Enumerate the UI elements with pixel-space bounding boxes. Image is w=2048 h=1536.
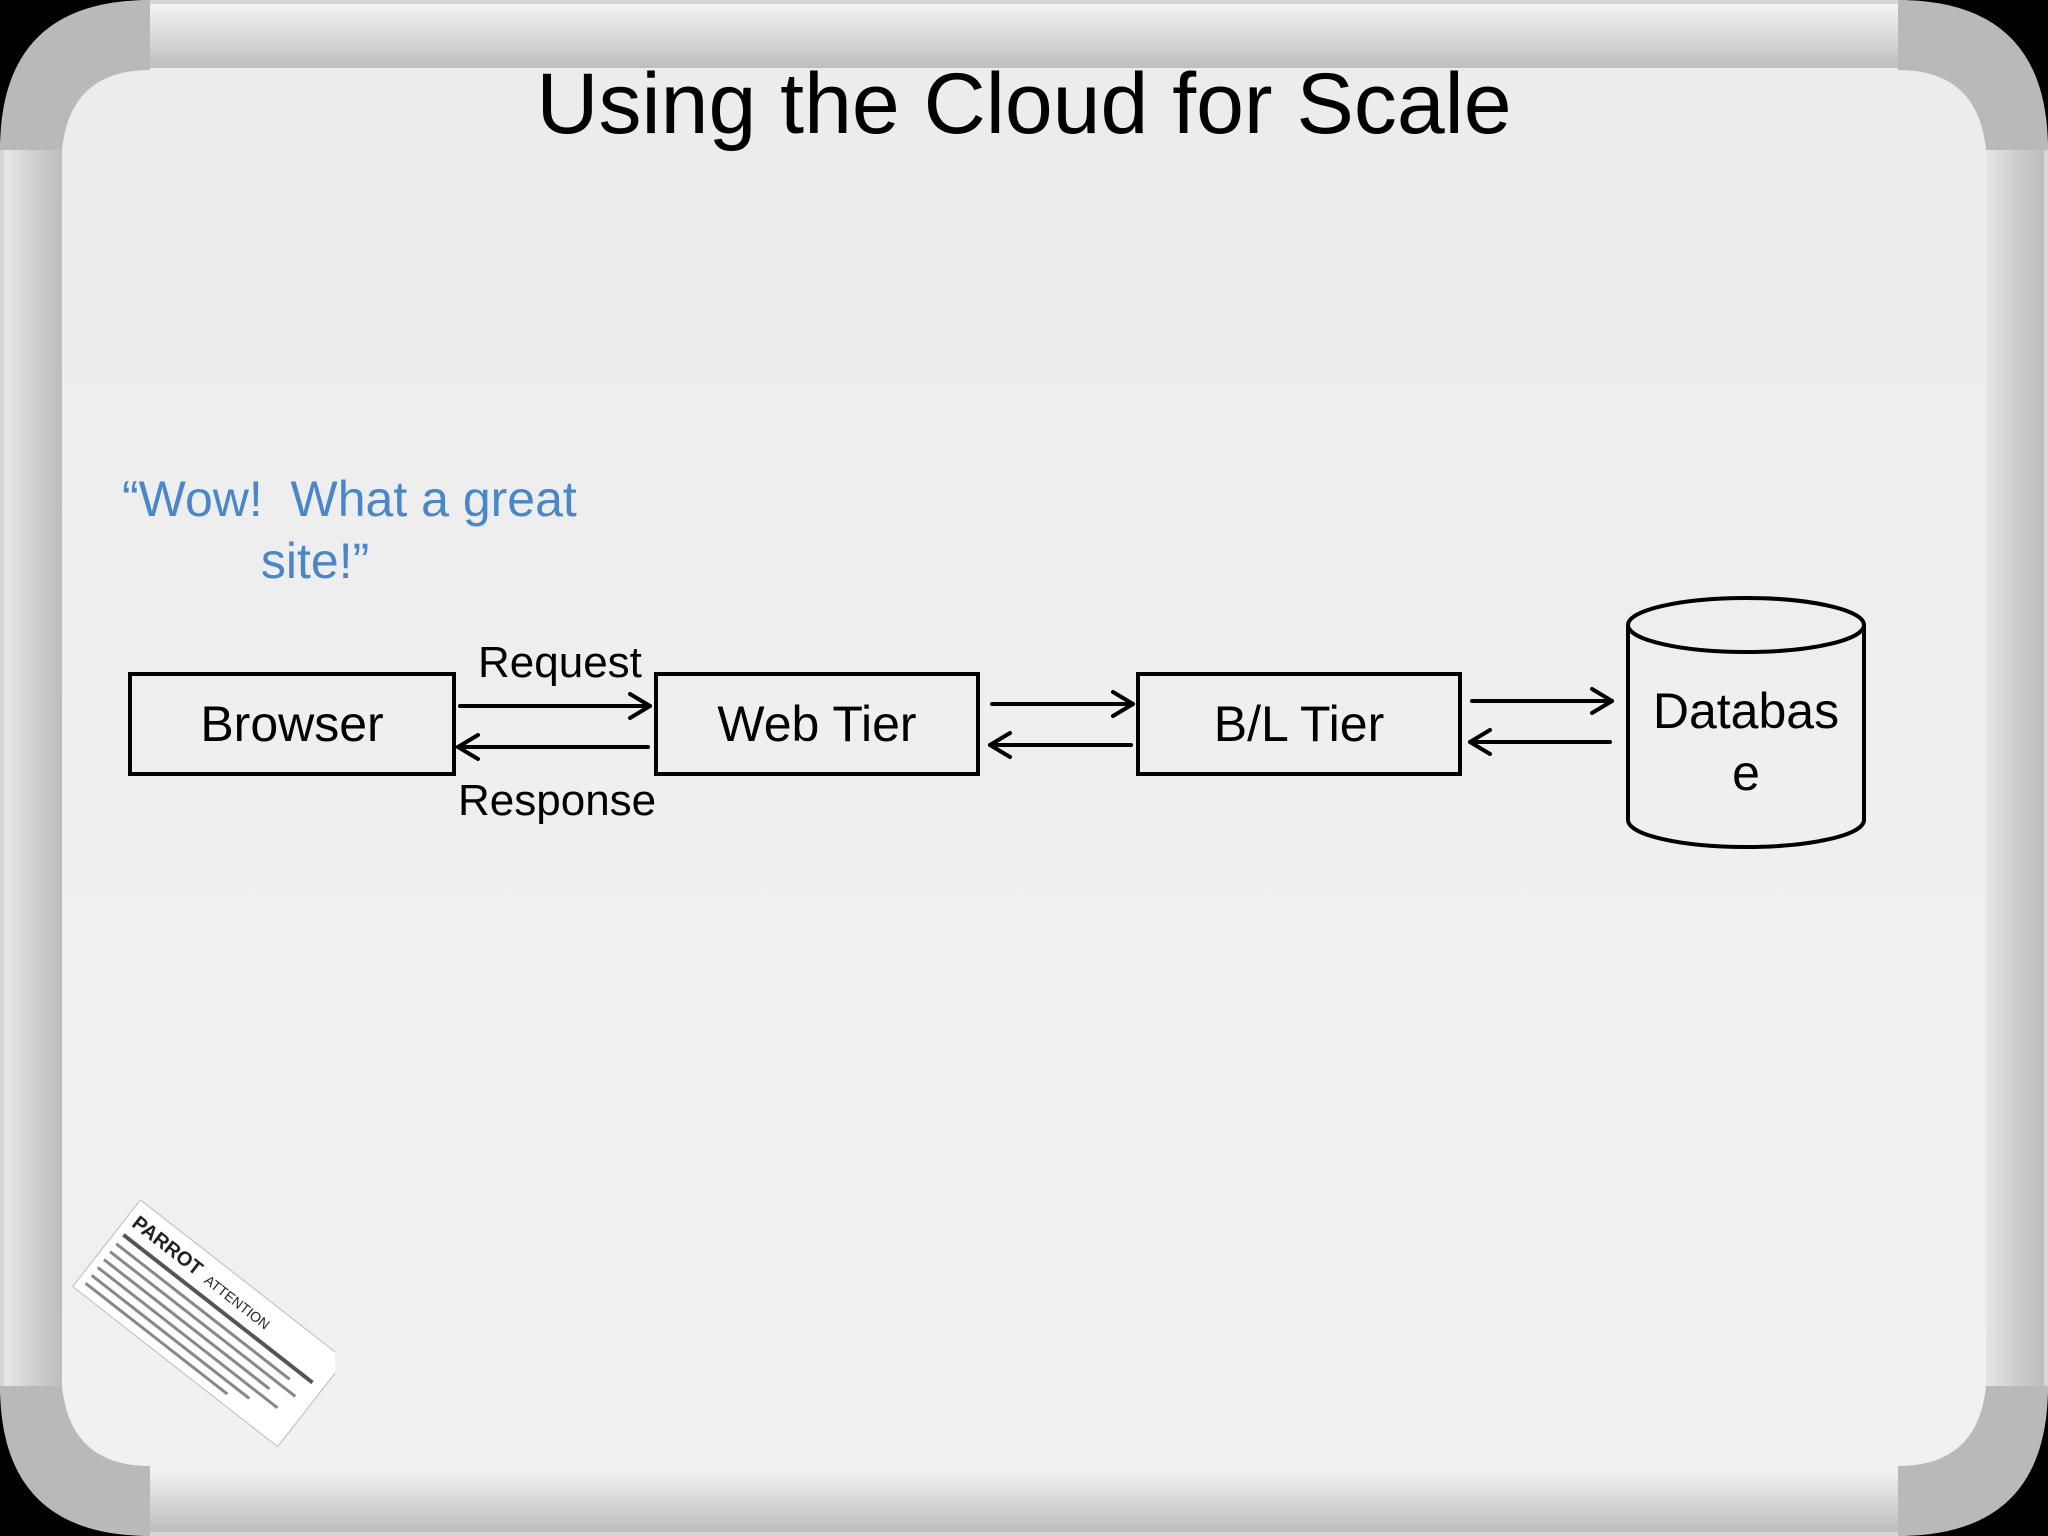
browser-label: Browser: [200, 696, 384, 752]
slide-title: Using the Cloud for Scale: [536, 56, 1512, 152]
bl-to-db-arrow: [1470, 687, 1614, 715]
request-arrow: [458, 692, 652, 720]
corner-cap-bottom-right: [1898, 1386, 2048, 1536]
bl-tier-node: B/L Tier: [1136, 672, 1462, 776]
database-label: Databas e: [1652, 683, 1840, 801]
database-cylinder: [1626, 596, 1866, 849]
bl-to-web-arrow: [988, 731, 1133, 759]
manufacturer-sticker: PARROT ATTENTION: [72, 1199, 335, 1448]
db-to-bl-arrow: [1468, 728, 1612, 756]
corner-cap-bottom-left: [0, 1386, 150, 1536]
browser-node: Browser: [128, 672, 456, 776]
corner-cap-top-left: [0, 0, 150, 150]
request-label: Request: [478, 638, 642, 687]
response-arrow: [456, 733, 650, 761]
user-quote: “Wow! What a great site!”: [122, 471, 577, 589]
bl-tier-label: B/L Tier: [1213, 696, 1385, 752]
response-label: Response: [458, 776, 657, 825]
web-tier-node: Web Tier: [654, 672, 980, 776]
web-to-bl-arrow: [990, 690, 1135, 718]
corner-cap-top-right: [1898, 0, 2048, 150]
web-tier-label: Web Tier: [717, 696, 917, 752]
